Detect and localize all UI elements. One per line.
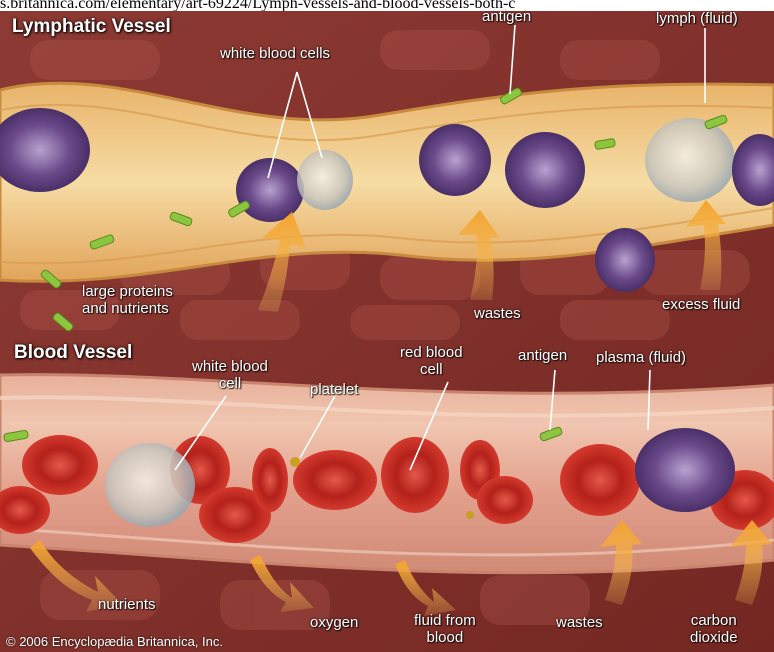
label-lymph-fluid: lymph (fluid)	[656, 10, 738, 27]
label-excess-fluid: excess fluid	[662, 296, 740, 313]
blood-vessel-heading: Blood Vessel	[14, 342, 132, 364]
label-carbon-dioxide-line2: dioxide	[690, 629, 738, 646]
label-plasma-fluid: plasma (fluid)	[596, 349, 686, 366]
label-large-proteins-line1: large proteins	[82, 283, 173, 300]
label-white-blood-cell-line1: white blood	[192, 358, 268, 375]
label-red-blood-cell: red blood cell	[400, 344, 463, 378]
label-large-proteins: large proteins and nutrients	[82, 283, 173, 317]
label-wastes-lymph: wastes	[474, 305, 521, 322]
label-carbon-dioxide-line1: carbon	[690, 612, 738, 629]
label-wastes-blood: wastes	[556, 614, 603, 631]
label-carbon-dioxide: carbon dioxide	[690, 612, 738, 646]
label-white-blood-cell: white blood cell	[192, 358, 268, 392]
label-fluid-from-blood: fluid from blood	[414, 612, 476, 646]
label-antigen-blood: antigen	[518, 347, 567, 364]
label-antigen-lymph: antigen	[482, 8, 531, 25]
label-white-blood-cell-line2: cell	[192, 375, 268, 392]
label-fluid-from-blood-line1: fluid from	[414, 612, 476, 629]
label-oxygen: oxygen	[310, 614, 358, 631]
label-nutrients: nutrients	[98, 596, 156, 613]
label-fluid-from-blood-line2: blood	[414, 629, 476, 646]
label-red-blood-cell-line2: cell	[400, 361, 463, 378]
lymphatic-vessel-heading: Lymphatic Vessel	[12, 16, 171, 38]
label-large-proteins-line2: and nutrients	[82, 300, 173, 317]
copyright-credit: © 2006 Encyclopædia Britannica, Inc.	[6, 634, 223, 649]
label-white-blood-cells: white blood cells	[220, 45, 330, 62]
label-platelet: platelet	[310, 381, 358, 398]
label-red-blood-cell-line1: red blood	[400, 344, 463, 361]
